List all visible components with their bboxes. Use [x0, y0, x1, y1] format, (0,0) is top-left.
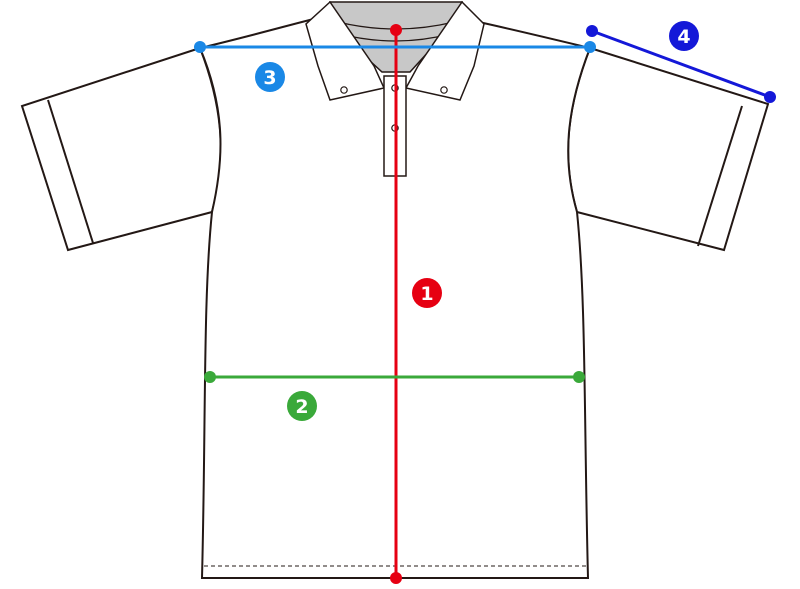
badge-4: 4 [669, 21, 699, 51]
measurement-2-chest-width [204, 371, 585, 383]
badge-1: 1 [412, 278, 442, 308]
badge-1-label: 1 [420, 283, 433, 305]
badge-3-label: 3 [263, 67, 276, 89]
badge-2: 2 [287, 391, 317, 421]
badge-4-label: 4 [677, 26, 690, 48]
badge-3: 3 [255, 62, 285, 92]
measurement-1-length [390, 24, 402, 584]
measurement-3-shoulder-width [194, 41, 596, 53]
right-sleeve [567, 46, 770, 252]
badge-2-label: 2 [295, 396, 308, 418]
left-sleeve [20, 46, 222, 252]
collar [305, 0, 485, 101]
measurement-4-sleeve-length [586, 25, 776, 103]
